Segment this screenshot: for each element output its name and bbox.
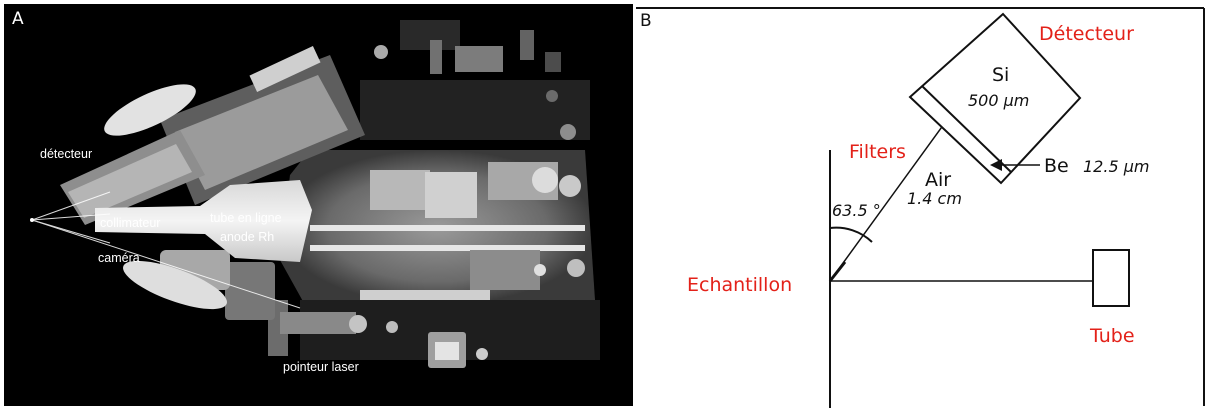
label-pointeur: pointeur laser [283, 360, 359, 374]
sample-point [30, 218, 34, 222]
tube-box [1093, 250, 1129, 306]
label-detecteur: détecteur [40, 147, 92, 161]
label-air-distance: 1.4 cm [907, 189, 962, 208]
xray-circuit-board [280, 150, 595, 305]
label-camera: caméra [98, 251, 140, 265]
label-angle: 63.5 ° [832, 201, 881, 220]
panel-b-letter: B [640, 11, 652, 31]
label-tube-line1: tube en ligne [210, 211, 282, 225]
label-be-thickness: 12.5 μm [1083, 157, 1149, 176]
angle-tick [830, 262, 845, 281]
label-si-thickness: 500 μm [968, 91, 1029, 110]
panel-b: B Détecteur Si 500 μm Filters Be 12.5 μm… [636, 8, 1204, 408]
label-air: Air [925, 169, 951, 191]
label-be: Be [1044, 155, 1069, 177]
label-filters: Filters [849, 141, 906, 163]
label-detecteur-b: Détecteur [1039, 23, 1134, 45]
panel-a: A détecteur collimateur tube en ligne an… [4, 4, 633, 406]
label-collimateur: collimateur [100, 216, 160, 230]
label-echantillon: Echantillon [687, 274, 792, 296]
label-si: Si [992, 64, 1009, 86]
panel-a-letter: A [12, 9, 24, 29]
label-tube: Tube [1089, 325, 1135, 347]
label-tube-line2: anode Rh [220, 230, 274, 244]
angle-arc [830, 228, 872, 242]
